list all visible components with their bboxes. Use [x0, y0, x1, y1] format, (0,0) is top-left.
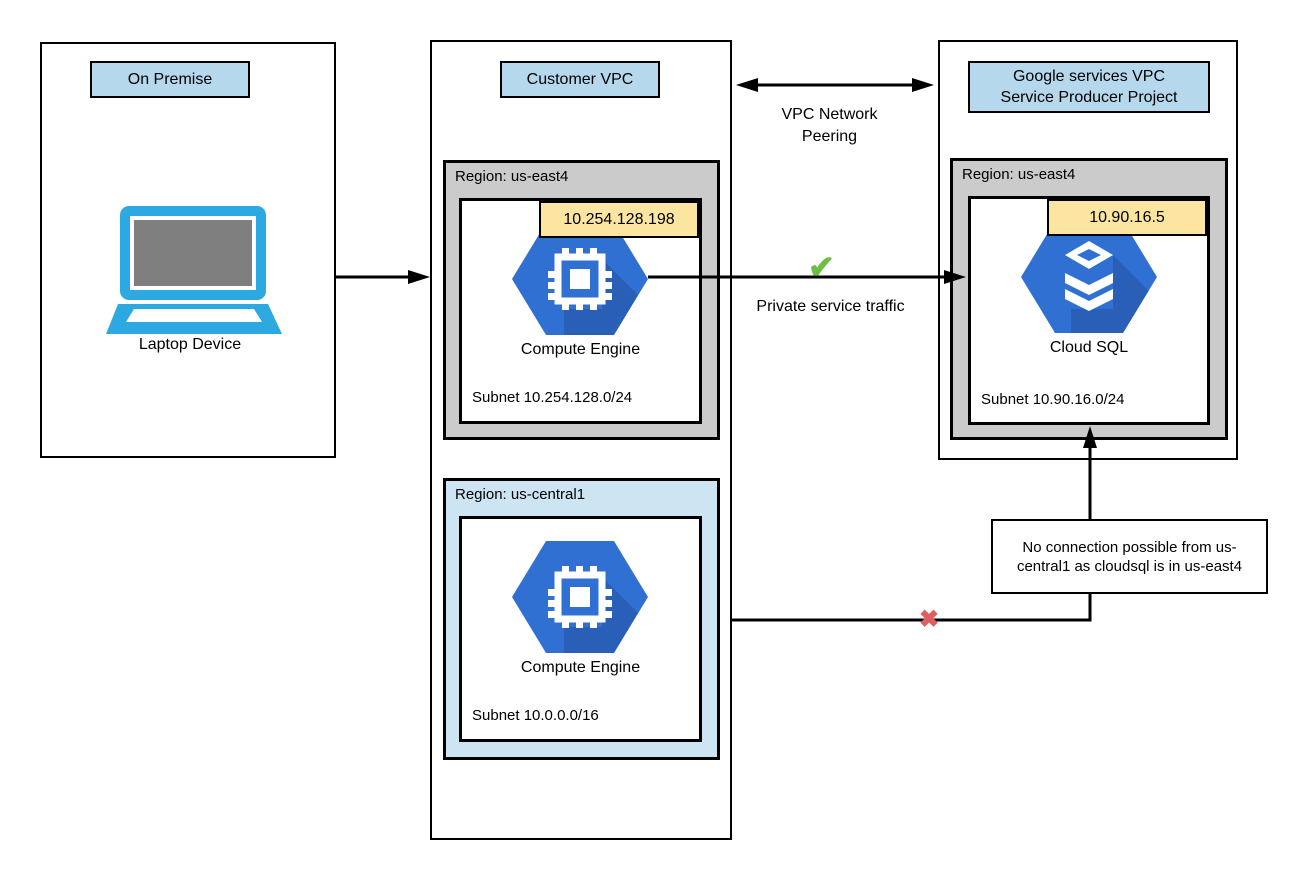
compute-engine-icon — [512, 223, 648, 335]
arrow-vpc-peering — [736, 78, 934, 92]
check-icon: ✔ — [808, 248, 835, 286]
cloud-sql-label: Cloud SQL — [971, 339, 1207, 357]
subnet-text: Subnet 10.90.16.0/24 — [981, 391, 1125, 408]
region-label-text: Region: us-east4 — [962, 166, 1076, 183]
region-label-text: Region: us-east4 — [455, 168, 569, 185]
laptop-icon — [106, 206, 282, 334]
no-connection-note-text: No connection possible from us-central1 … — [1016, 538, 1243, 575]
subnet-label-cloud-sql: Subnet 10.90.16.0/24 — [981, 391, 1124, 408]
cross-glyph: ✖ — [919, 606, 940, 633]
arrow-onprem-to-customer-vpc — [336, 270, 430, 284]
customer-vpc-title-text: Customer VPC — [526, 71, 634, 88]
laptop-device-label-text: Laptop Device — [138, 336, 242, 353]
region-us-east4-google-label: Region: us-east4 — [962, 166, 1075, 183]
ip-badge-compute-engine: 10.254.128.198 — [539, 201, 699, 238]
vpc-peering-label-text: VPC Network Peering — [781, 106, 878, 145]
no-connection-note: No connection possible from us-central1 … — [991, 519, 1268, 594]
compute-engine-label: Compute Engine — [462, 341, 699, 359]
cloud-sql-node: 10.90.16.5 Cloud SQL Subnet 10.90.16.0/2… — [968, 196, 1210, 425]
check-glyph: ✔ — [808, 249, 835, 285]
google-vpc-title-line1: Google services VPC — [1012, 68, 1166, 85]
cross-icon: ✖ — [919, 605, 939, 634]
node-label-text: Compute Engine — [520, 659, 641, 676]
subnet-label-us-central1: Subnet 10.0.0.0/16 — [472, 707, 599, 724]
private-service-traffic-label: Private service traffic — [728, 296, 933, 318]
subnet-text: Subnet 10.254.128.0/24 — [472, 389, 633, 406]
region-us-east4-google: Region: us-east4 10.90.16.5 Cloud SQL — [950, 158, 1228, 440]
ip-badge-cloud-sql: 10.90.16.5 — [1047, 199, 1207, 236]
private-service-traffic-text: Private service traffic — [756, 298, 905, 315]
region-us-central1-label: Region: us-central1 — [455, 486, 585, 503]
customer-vpc-container: Customer VPC Region: us-east4 10.254.128… — [430, 40, 732, 840]
vpc-peering-label: VPC Network Peering — [762, 104, 897, 148]
customer-vpc-title: Customer VPC — [500, 61, 660, 98]
subnet-text: Subnet 10.0.0.0/16 — [472, 707, 599, 724]
compute-engine-node-us-central1: Compute Engine Subnet 10.0.0.0/16 — [459, 516, 702, 742]
ip-text: 10.254.128.198 — [563, 210, 675, 228]
google-vpc-title-line2: Service Producer Project — [1000, 89, 1178, 106]
cloud-sql-icon — [1021, 221, 1157, 333]
node-label-text: Cloud SQL — [1049, 339, 1129, 356]
compute-engine-label: Compute Engine — [462, 659, 699, 677]
region-us-central1: Region: us-central1 Compute Engine — [443, 478, 720, 760]
google-vpc-container: Google services VPC Service Producer Pro… — [938, 40, 1238, 460]
node-label-text: Compute Engine — [520, 341, 641, 358]
compute-engine-icon — [512, 541, 648, 653]
region-us-east4-customer-label: Region: us-east4 — [455, 168, 568, 185]
compute-engine-node-us-east4: 10.254.128.198 Compute Engine — [459, 198, 702, 424]
region-us-east4-customer: Region: us-east4 10.254.128.198 — [443, 160, 720, 440]
on-premise-container: On Premise Laptop Device — [40, 42, 336, 458]
on-premise-title: On Premise — [90, 61, 250, 98]
ip-text: 10.90.16.5 — [1089, 208, 1165, 226]
on-premise-title-text: On Premise — [127, 71, 213, 88]
google-vpc-title: Google services VPC Service Producer Pro… — [968, 61, 1210, 113]
region-label-text: Region: us-central1 — [455, 486, 586, 503]
subnet-label-us-east4-customer: Subnet 10.254.128.0/24 — [472, 389, 632, 406]
laptop-device-label: Laptop Device — [90, 336, 290, 354]
